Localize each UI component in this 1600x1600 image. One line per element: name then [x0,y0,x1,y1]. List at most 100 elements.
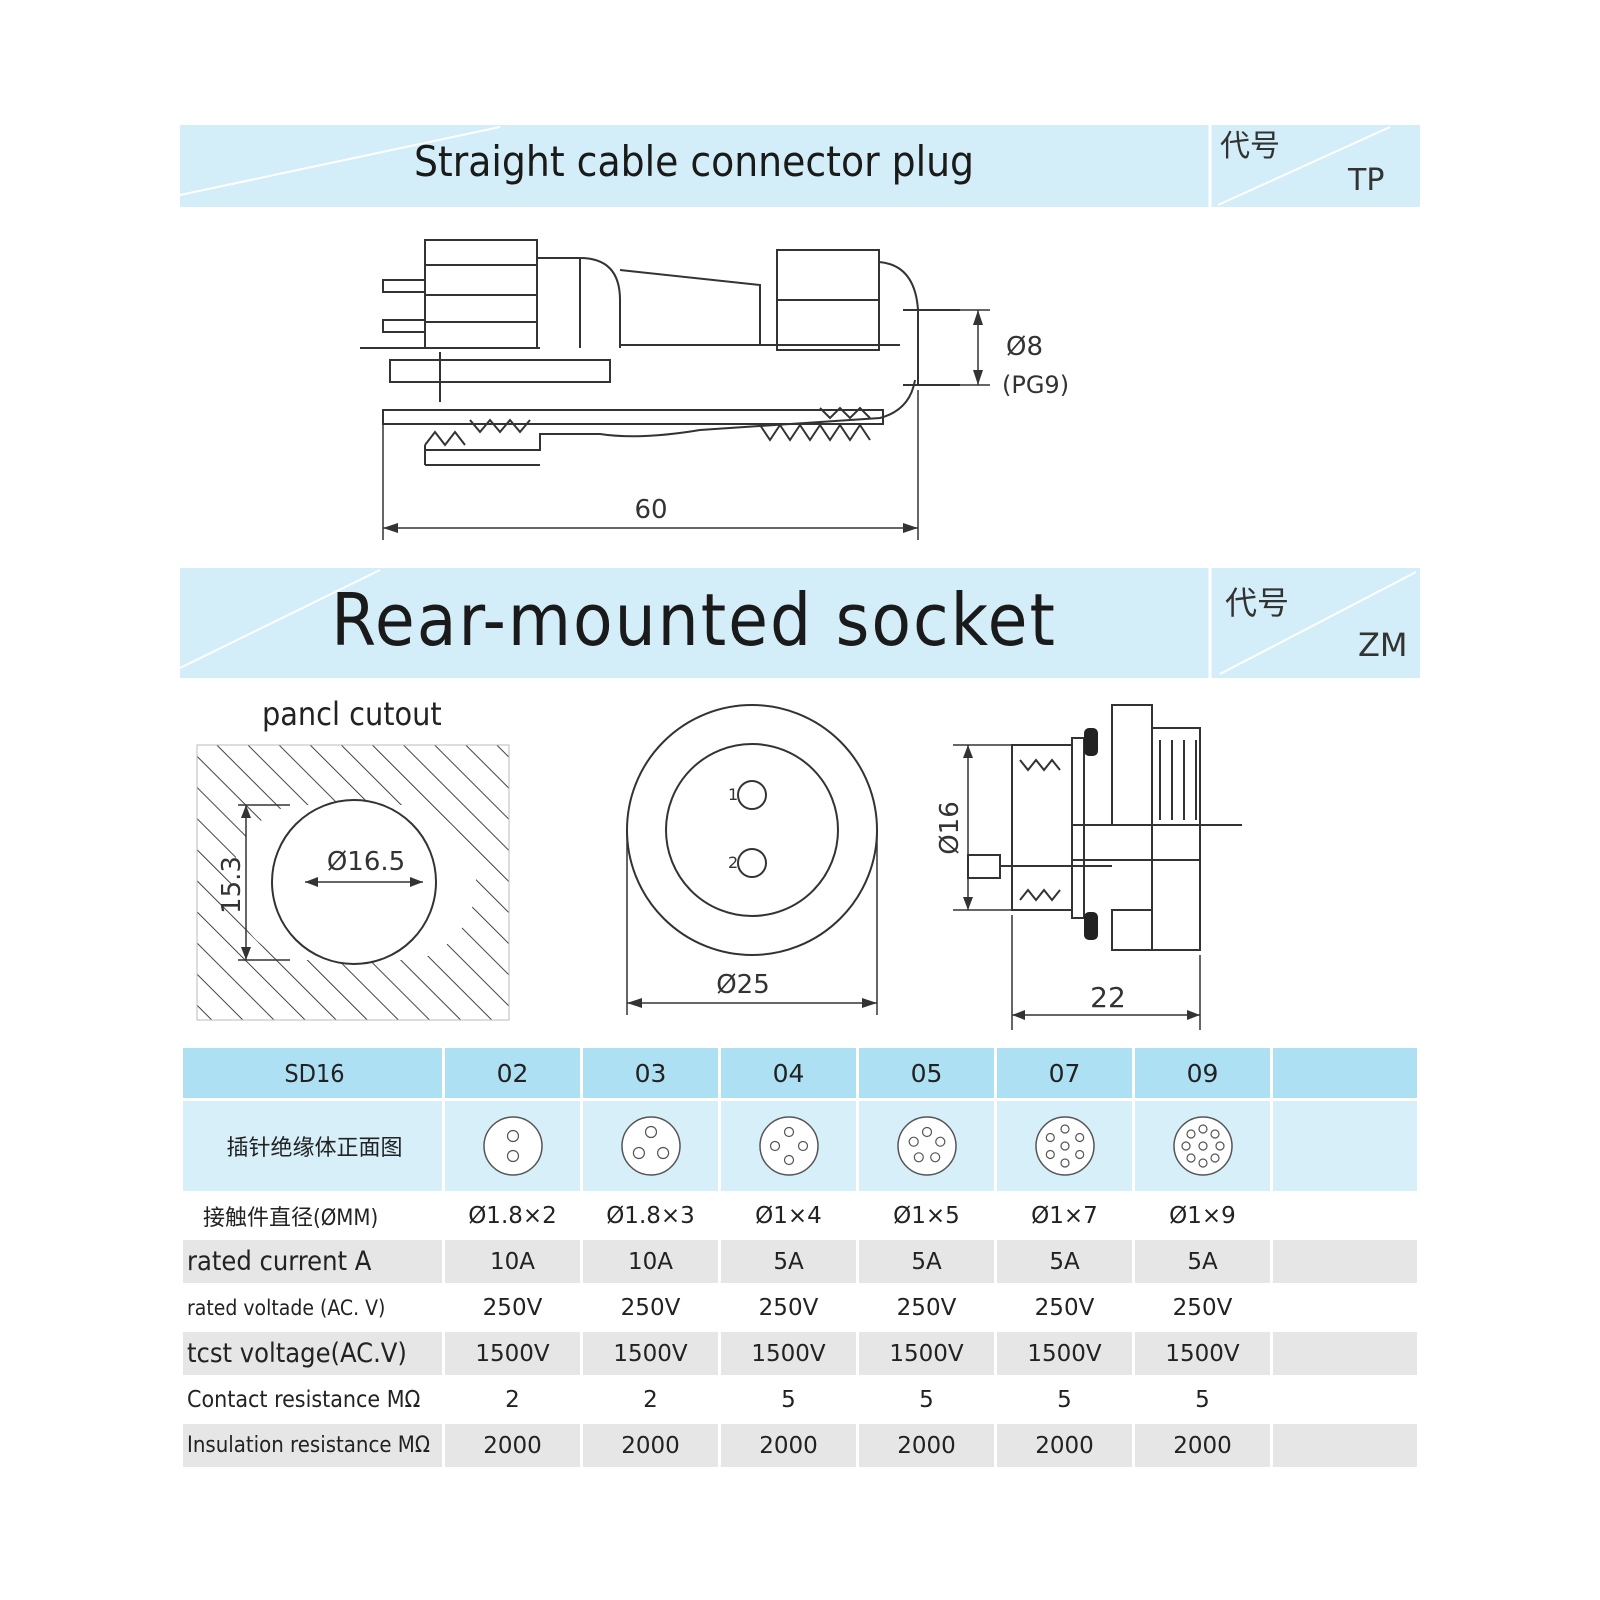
table-cell: 5 [859,1378,994,1421]
table-cell [1273,1332,1417,1375]
contact-hole [1197,1141,1208,1151]
table-cell: 5A [859,1240,994,1283]
row-label: rated current A [183,1240,442,1283]
contact-hole [783,1154,794,1166]
table-cell: 2000 [583,1424,718,1467]
pin-layout-cell [859,1101,994,1191]
contact-hole [1209,1129,1220,1139]
table-row: tcst voltage(AC.V) 1500V 1500V 1500V 150… [183,1332,1417,1375]
plug-code-label: 代号 [1220,129,1280,164]
pin-2-label: 2 [728,853,738,872]
pin-layout-icon [482,1116,543,1176]
socket-title-band: Rear-mounted socket 代号 ZM [180,568,1420,678]
pin-layout-icon [1172,1116,1233,1176]
table-cell: 5 [1135,1378,1270,1421]
contact-hole [656,1146,669,1160]
table-cell: Ø1×7 [997,1194,1132,1237]
table-cell [1273,1194,1417,1237]
pin-layout-cell [1135,1101,1270,1191]
contact-hole [1074,1132,1084,1143]
pin-1-label: 1 [728,785,738,804]
contact-hole [934,1136,945,1147]
socket-code-label: 代号 [1225,584,1290,622]
table-cell: 10A [445,1240,580,1283]
contact-hole [1059,1124,1070,1134]
row-label: Insulation resistance MΩ [183,1424,442,1467]
insulator-outline [620,1116,681,1176]
plug-title: Straight cable connector plug [413,137,975,186]
pin-layout-cell [1273,1101,1417,1191]
spec-table: SD16 02 03 04 05 07 09 插针绝缘体正面图 接触件直径(ØM… [180,1045,1420,1470]
table-cell: 250V [1135,1286,1270,1329]
pin-layout-label: 插针绝缘体正面图 [183,1101,442,1191]
cutout-flat-dim: 15.3 [217,856,247,914]
table-cell: Ø1×5 [859,1194,994,1237]
table-row: Contact resistance MΩ 2 2 5 5 5 5 [183,1378,1417,1421]
table-cell: 250V [859,1286,994,1329]
row-label: tcst voltage(AC.V) [183,1332,442,1375]
contact-hole [1059,1141,1070,1151]
contact-hole [908,1136,919,1147]
table-row: Insulation resistance MΩ 2000 2000 2000 … [183,1424,1417,1467]
table-cell: Ø1.8×2 [445,1194,580,1237]
band-decoration [180,568,1417,678]
contact-hole [1045,1132,1055,1143]
table-cell: Ø1×9 [1135,1194,1270,1237]
socket-title: Rear-mounted socket [331,578,1057,662]
table-cell: 250V [445,1286,580,1329]
pin-layout-icon [896,1116,957,1176]
pin-layout-row: 插针绝缘体正面图 [183,1101,1417,1191]
table-cell: 5A [1135,1240,1270,1283]
table-cell: 1500V [721,1332,856,1375]
table-cell: 2 [583,1378,718,1421]
insulator-outline [1172,1116,1233,1176]
plug-code: TP [1348,163,1385,198]
pin-layout-icon [1034,1116,1095,1176]
header-cell: 04 [721,1048,856,1098]
pin-layout-cell [721,1101,856,1191]
table-cell: 5A [997,1240,1132,1283]
contact-hole [1185,1129,1196,1139]
socket-code: ZM [1358,626,1408,664]
header-cell: 07 [997,1048,1132,1098]
contact-hole [1045,1149,1055,1160]
contact-hole [632,1146,645,1160]
table-cell: Ø1×4 [721,1194,856,1237]
contact-hole [913,1152,924,1163]
body-length-dim: 22 [1090,981,1126,1014]
insulator-outline [1034,1116,1095,1176]
contact-hole [929,1152,940,1163]
table-cell [1273,1378,1417,1421]
contact-hole [783,1126,794,1138]
row-label: rated voltade (AC. V) [183,1286,442,1329]
pin-layout-icon [620,1116,681,1176]
contact-hole [1059,1158,1070,1168]
table-cell: 5 [997,1378,1132,1421]
table-cell: 2000 [445,1424,580,1467]
table-cell: 5 [721,1378,856,1421]
insulator-outline [896,1116,957,1176]
table-cell: 10A [583,1240,718,1283]
header-cell: 05 [859,1048,994,1098]
pin-layout-icon [758,1116,819,1176]
contact-hole [1197,1124,1208,1134]
header-cell: SD16 [183,1048,442,1098]
pin-layout-cell [997,1101,1132,1191]
table-cell [1273,1286,1417,1329]
insulator-outline [482,1116,543,1176]
table-row: 接触件直径(ØMM) Ø1.8×2 Ø1.8×3 Ø1×4 Ø1×5 Ø1×7 … [183,1194,1417,1237]
table-cell: 2000 [721,1424,856,1467]
contact-hole [644,1125,657,1139]
table-cell: Ø1.8×3 [583,1194,718,1237]
header-cell [1273,1048,1417,1098]
table-cell: 1500V [445,1332,580,1375]
table-row: rated current A 10A 10A 5A 5A 5A 5A [183,1240,1417,1283]
insulator-outline [758,1116,819,1176]
table-cell: 1500V [1135,1332,1270,1375]
table-cell: 250V [721,1286,856,1329]
body-dia-dim: Ø16 [935,801,965,855]
table-cell: 5A [721,1240,856,1283]
table-cell: 250V [997,1286,1132,1329]
header-cell: 03 [583,1048,718,1098]
